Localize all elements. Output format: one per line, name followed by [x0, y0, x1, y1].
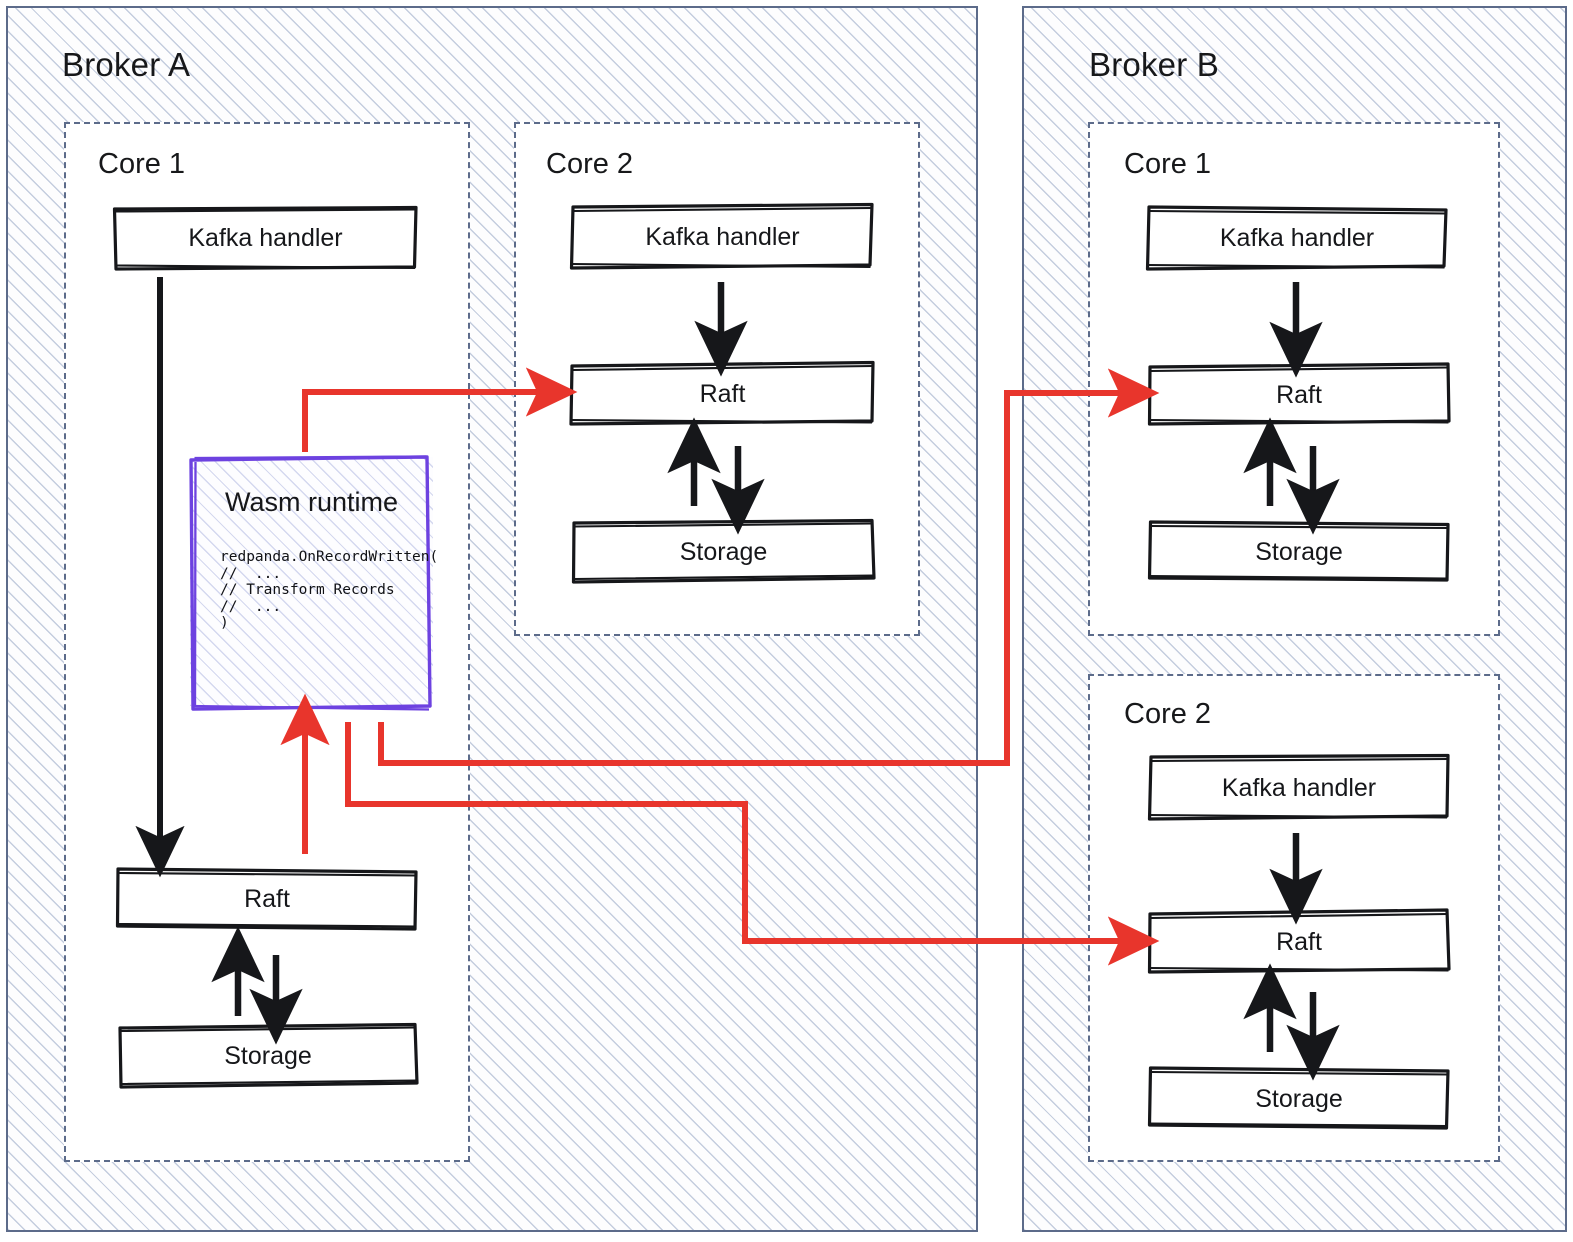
box-label: Raft: [1276, 380, 1322, 409]
box-kafka-handler-b1[interactable]: Kafka handler: [1145, 205, 1448, 272]
box-kafka-handler-a2[interactable]: Kafka handler: [569, 202, 875, 271]
box-storage-b2[interactable]: Storage: [1147, 1065, 1450, 1133]
box-label: Kafka handler: [645, 222, 800, 251]
broker-b-core-2-title: Core 2: [1124, 698, 1212, 730]
box-label: Storage: [679, 537, 768, 566]
box-wasm-runtime[interactable]: Wasm runtime redpanda.OnRecordWritten( /…: [189, 455, 438, 711]
box-label: Kafka handler: [1219, 224, 1375, 252]
broker-a-core-1-title: Core 1: [98, 148, 186, 180]
box-label: Kafka handler: [1221, 773, 1377, 802]
broker-a-title: Broker A: [62, 46, 191, 83]
box-label: Raft: [699, 380, 746, 408]
box-raft-b1[interactable]: Raft: [1147, 362, 1451, 428]
box-label: Kafka handler: [188, 223, 343, 252]
box-label: Raft: [1276, 927, 1322, 956]
box-storage-a1[interactable]: Storage: [118, 1022, 419, 1089]
box-storage-b1[interactable]: Storage: [1147, 519, 1450, 585]
wasm-runtime-code: redpanda.OnRecordWritten( // ... // Tran…: [220, 549, 439, 631]
wasm-runtime-title: Wasm runtime: [224, 487, 399, 517]
box-raft-a1[interactable]: Raft: [115, 866, 418, 932]
box-storage-a2[interactable]: Storage: [571, 518, 876, 585]
box-raft-a2[interactable]: Raft: [569, 360, 875, 428]
box-label: Storage: [224, 1041, 312, 1070]
broker-b-core-1-title: Core 1: [1124, 148, 1212, 180]
box-label: Storage: [1255, 537, 1343, 566]
box-label: Storage: [1255, 1084, 1343, 1113]
box-kafka-handler-b2[interactable]: Kafka handler: [1147, 753, 1450, 822]
broker-a-core-2-title: Core 2: [546, 148, 634, 180]
box-label: Raft: [244, 884, 290, 913]
box-kafka-handler-a1[interactable]: Kafka handler: [112, 205, 418, 271]
broker-b-title: Broker B: [1089, 46, 1219, 83]
box-raft-b2[interactable]: Raft: [1147, 908, 1451, 976]
